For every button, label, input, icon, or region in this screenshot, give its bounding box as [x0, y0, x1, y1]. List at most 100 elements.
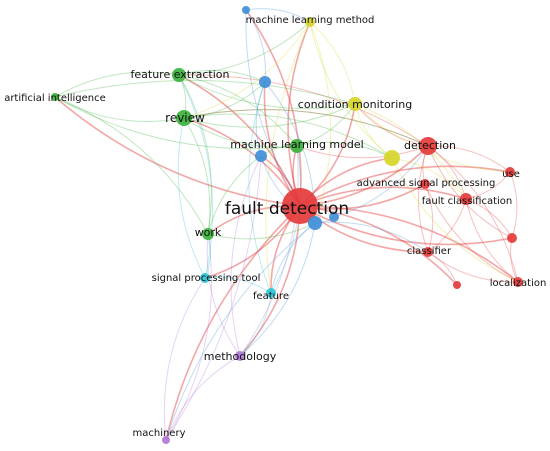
node-condition-monitoring[interactable]: [348, 97, 362, 111]
node-machine-learning-model[interactable]: [290, 139, 304, 153]
node-yellow-unlabeled-1[interactable]: [384, 150, 400, 166]
node-red-unlabeled-2[interactable]: [453, 281, 461, 289]
link-machine-learning-method-condition-monitoring: [309, 21, 356, 105]
link-feature-extraction-condition-monitoring: [178, 74, 356, 110]
node-layer: [51, 6, 523, 444]
link-signal-processing-tool-review: [177, 117, 206, 279]
link-machine-learning-method-blue-unlabeled-5: [309, 21, 332, 224]
link-blue-unlabeled-2-blue-unlabeled-3: [255, 81, 266, 157]
link-fault-detection-red-unlabeled-2: [299, 205, 458, 286]
link-blue-unlabeled-5-feature: [270, 222, 316, 294]
link-work-blue-unlabeled-3: [207, 155, 262, 235]
label-advanced-signal-processing[interactable]: advanced signal processing: [357, 178, 496, 189]
node-machinery[interactable]: [162, 436, 170, 444]
node-detection[interactable]: [419, 137, 437, 155]
label-artificial-intelligence[interactable]: artificial intelligence: [4, 93, 106, 104]
link-fault-detection-localization: [299, 205, 519, 283]
label-review[interactable]: review: [165, 111, 205, 125]
label-fault-detection[interactable]: fault detection: [225, 199, 349, 219]
link-fault-detection-use: [299, 165, 511, 207]
link-detection-machine-learning-model: [296, 145, 429, 159]
link-methodology-machinery: [165, 355, 241, 441]
label-machinery[interactable]: machinery: [132, 428, 185, 439]
link-review-detection: [183, 109, 429, 147]
link-artificial-intelligence-review: [54, 96, 185, 122]
link-artificial-intelligence-machine-learning-model: [54, 96, 298, 150]
node-blue-unlabeled-2[interactable]: [259, 76, 271, 88]
label-signal-processing-tool[interactable]: signal processing tool: [152, 273, 261, 284]
node-classifier[interactable]: [423, 247, 433, 257]
node-feature[interactable]: [266, 288, 276, 298]
node-fault-classification[interactable]: [460, 193, 472, 205]
label-detection[interactable]: detection: [404, 139, 456, 152]
node-artificial-intelligence[interactable]: [51, 93, 59, 101]
link-blue-unlabeled-5-methodology: [239, 222, 316, 357]
link-machine-learning-method-yellow-unlabeled-1: [309, 21, 393, 159]
link-review-machine-learning-model: [183, 117, 298, 148]
label-use[interactable]: use: [502, 169, 520, 180]
link-signal-processing-tool-feature: [204, 276, 272, 294]
link-classifier-localization: [427, 251, 519, 283]
link-fault-classification-classifier: [427, 198, 467, 253]
label-localization[interactable]: localization: [490, 278, 547, 289]
link-artificial-intelligence-work: [54, 96, 209, 235]
link-machine-learning-method-review: [183, 21, 311, 119]
link-fault-detection-red-unlabeled-1: [299, 205, 513, 246]
link-work-blue-unlabeled-5: [207, 222, 316, 240]
link-fault-detection-machinery: [165, 205, 301, 441]
link-detection-feature-extraction: [178, 74, 429, 147]
label-machine-learning-method[interactable]: machine learning method: [246, 15, 375, 26]
link-methodology-machine-learning-model: [239, 145, 299, 357]
link-fault-classification-localization: [465, 198, 519, 283]
node-feature-extraction[interactable]: [172, 68, 186, 82]
label-machine-learning-model[interactable]: machine learning model: [230, 138, 363, 151]
link-yellow-unlabeled-1-fault-classification: [391, 157, 467, 200]
link-feature-extraction-machine-learning-method: [178, 21, 311, 76]
node-blue-unlabeled-1[interactable]: [242, 6, 250, 14]
link-blue-unlabeled-5-classifier: [314, 221, 429, 253]
link-fault-detection-feature-extraction: [178, 74, 301, 207]
node-blue-unlabeled-5[interactable]: [308, 216, 322, 230]
node-red-unlabeled-1[interactable]: [507, 233, 517, 243]
node-advanced-signal-processing[interactable]: [420, 179, 430, 189]
node-signal-processing-tool[interactable]: [200, 273, 210, 283]
link-review-condition-monitoring: [183, 103, 356, 128]
link-methodology-work: [206, 233, 241, 357]
link-feature-extraction-blue-unlabeled-2: [178, 69, 266, 83]
label-feature-extraction[interactable]: feature extraction: [131, 68, 230, 81]
node-fault-detection[interactable]: [282, 188, 318, 224]
link-review-yellow-unlabeled-1: [183, 113, 393, 159]
link-feature-methodology: [239, 292, 272, 357]
link-fault-detection-fault-classification: [299, 186, 467, 207]
node-localization[interactable]: [513, 277, 523, 287]
link-fault-detection-methodology: [239, 205, 301, 357]
link-layer: [54, 8, 519, 441]
node-methodology[interactable]: [235, 351, 245, 361]
link-artificial-intelligence-condition-monitoring: [54, 79, 356, 105]
label-methodology[interactable]: methodology: [204, 350, 277, 363]
link-fault-detection-artificial-intelligence: [54, 96, 301, 207]
link-machine-learning-method-feature: [265, 21, 311, 294]
node-blue-unlabeled-4[interactable]: [329, 212, 339, 222]
link-detection-classifier: [418, 145, 429, 253]
node-review[interactable]: [176, 110, 192, 126]
node-work[interactable]: [202, 228, 214, 240]
label-classifier[interactable]: classifier: [407, 246, 452, 257]
link-advanced-signal-processing-classifier: [424, 183, 434, 253]
link-fault-detection-machine-learning-method: [287, 21, 311, 207]
node-blue-unlabeled-3[interactable]: [255, 150, 267, 162]
link-signal-processing-tool-feature-extraction: [178, 74, 214, 279]
link-machine-learning-model-yellow-unlabeled-1: [296, 141, 393, 159]
node-machine-learning-method[interactable]: [305, 17, 315, 27]
label-feature[interactable]: feature: [253, 291, 289, 302]
link-detection-use: [427, 145, 511, 173]
label-condition-monitoring[interactable]: condition monitoring: [298, 98, 412, 111]
node-use[interactable]: [505, 167, 515, 177]
label-fault-classification[interactable]: fault classification: [422, 196, 513, 207]
link-detection-localization: [427, 145, 519, 283]
link-blue-unlabeled-4-detection: [333, 145, 429, 218]
label-work[interactable]: work: [195, 226, 222, 239]
link-use-red-unlabeled-1: [509, 171, 518, 239]
link-detection-review: [183, 109, 429, 147]
link-condition-monitoring-fault-classification: [354, 103, 467, 200]
